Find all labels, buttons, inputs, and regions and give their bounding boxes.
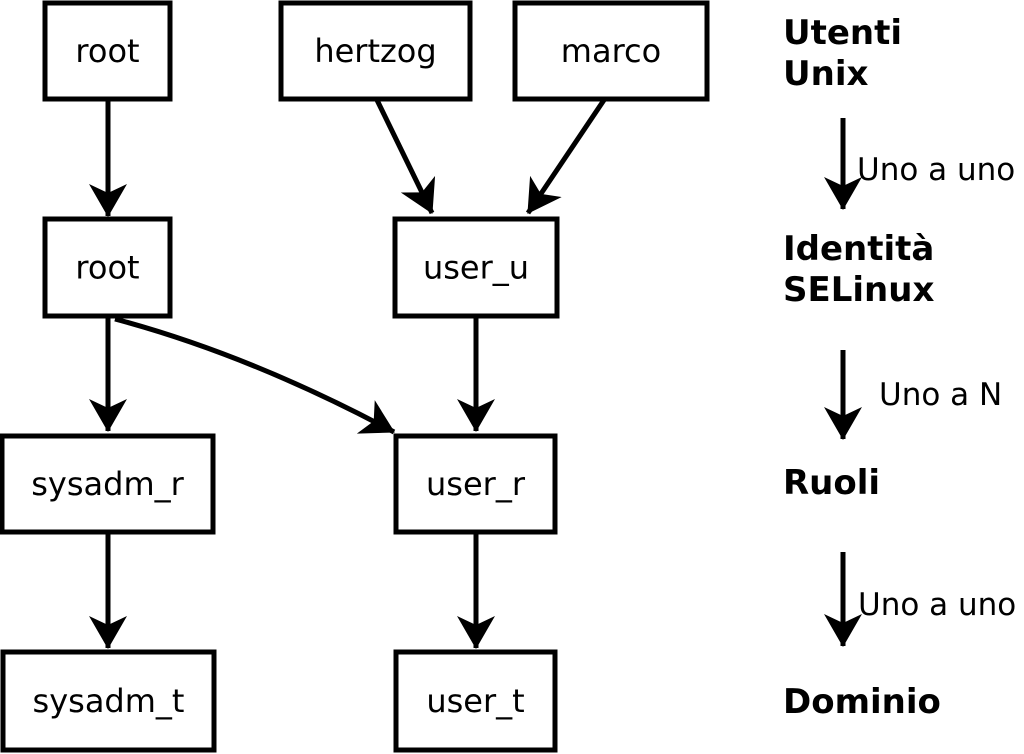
node-root-unix-label: root bbox=[75, 32, 139, 70]
legend-arrow-uno-a-n-label: Uno a N bbox=[879, 377, 1002, 413]
node-root-unix-box bbox=[42, 0, 173, 102]
node-marco-box bbox=[512, 0, 710, 102]
node-marco-label: marco bbox=[561, 32, 661, 70]
node-sysadm-t-box bbox=[0, 649, 217, 753]
node-sysadm-t-label: sysadm_t bbox=[33, 682, 185, 720]
edge-root-selinux-to-user-r bbox=[114, 316, 396, 435]
node-user-t-label: user_t bbox=[426, 682, 524, 720]
node-sysadm-r-box bbox=[0, 433, 216, 535]
node-sysadm-r: sysadm_r bbox=[0, 433, 216, 535]
node-root-selinux: root bbox=[42, 216, 173, 319]
node-user-r-label: user_r bbox=[426, 465, 526, 503]
node-sysadm-t: sysadm_t bbox=[0, 649, 217, 753]
node-hertzog-box bbox=[278, 0, 473, 102]
legend-title-dominio: Dominio bbox=[783, 682, 941, 722]
node-user-r-box bbox=[393, 433, 558, 535]
node-user-u-label: user_u bbox=[423, 249, 529, 287]
edge-hertzog-to-user-u bbox=[374, 98, 436, 215]
node-marco: marco bbox=[512, 0, 710, 102]
legend-arrow-uno-a-uno-2-label: Uno a uno bbox=[858, 587, 1016, 623]
node-user-u-box bbox=[392, 216, 560, 319]
node-user-r: user_r bbox=[393, 433, 558, 535]
node-user-u: user_u bbox=[392, 216, 560, 319]
node-user-t: user_t bbox=[393, 649, 558, 753]
legend-arrow-uno-a-uno-1-label: Uno a uno bbox=[857, 152, 1015, 188]
edge-marco-to-user-u bbox=[525, 98, 607, 215]
node-hertzog-label: hertzog bbox=[314, 32, 436, 70]
node-root-selinux-label: root bbox=[75, 249, 139, 287]
node-root-selinux-box bbox=[42, 216, 173, 319]
node-hertzog: hertzog bbox=[278, 0, 473, 102]
node-sysadm-r-label: sysadm_r bbox=[31, 465, 184, 503]
node-user-t-box bbox=[393, 649, 558, 753]
node-root-unix: root bbox=[42, 0, 173, 102]
legend-title-ruoli: Ruoli bbox=[783, 463, 880, 503]
